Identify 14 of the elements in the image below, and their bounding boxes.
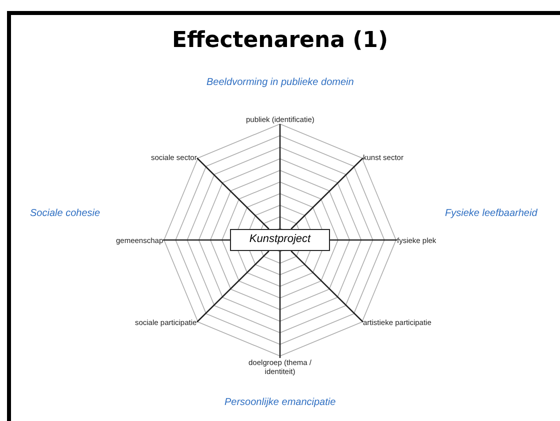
category-label: Sociale cohesie xyxy=(30,208,100,219)
spoke-line xyxy=(279,251,281,358)
category-label: Fysieke leefbaarheid xyxy=(445,208,538,219)
spoke-line xyxy=(279,124,281,229)
diagram-title: Effectenarena (1) xyxy=(170,28,390,53)
spoke-line xyxy=(290,158,364,230)
center-box: Kunstproject xyxy=(230,229,330,251)
spoke-line xyxy=(290,250,364,322)
spoke-line xyxy=(196,250,270,322)
spoke-line xyxy=(196,158,270,230)
spoke-line xyxy=(163,239,230,241)
category-label: Persoonlijke emancipatie xyxy=(224,397,336,408)
category-label: Beeldvorming in publieke domein xyxy=(206,77,354,88)
spoke-line xyxy=(330,239,397,241)
